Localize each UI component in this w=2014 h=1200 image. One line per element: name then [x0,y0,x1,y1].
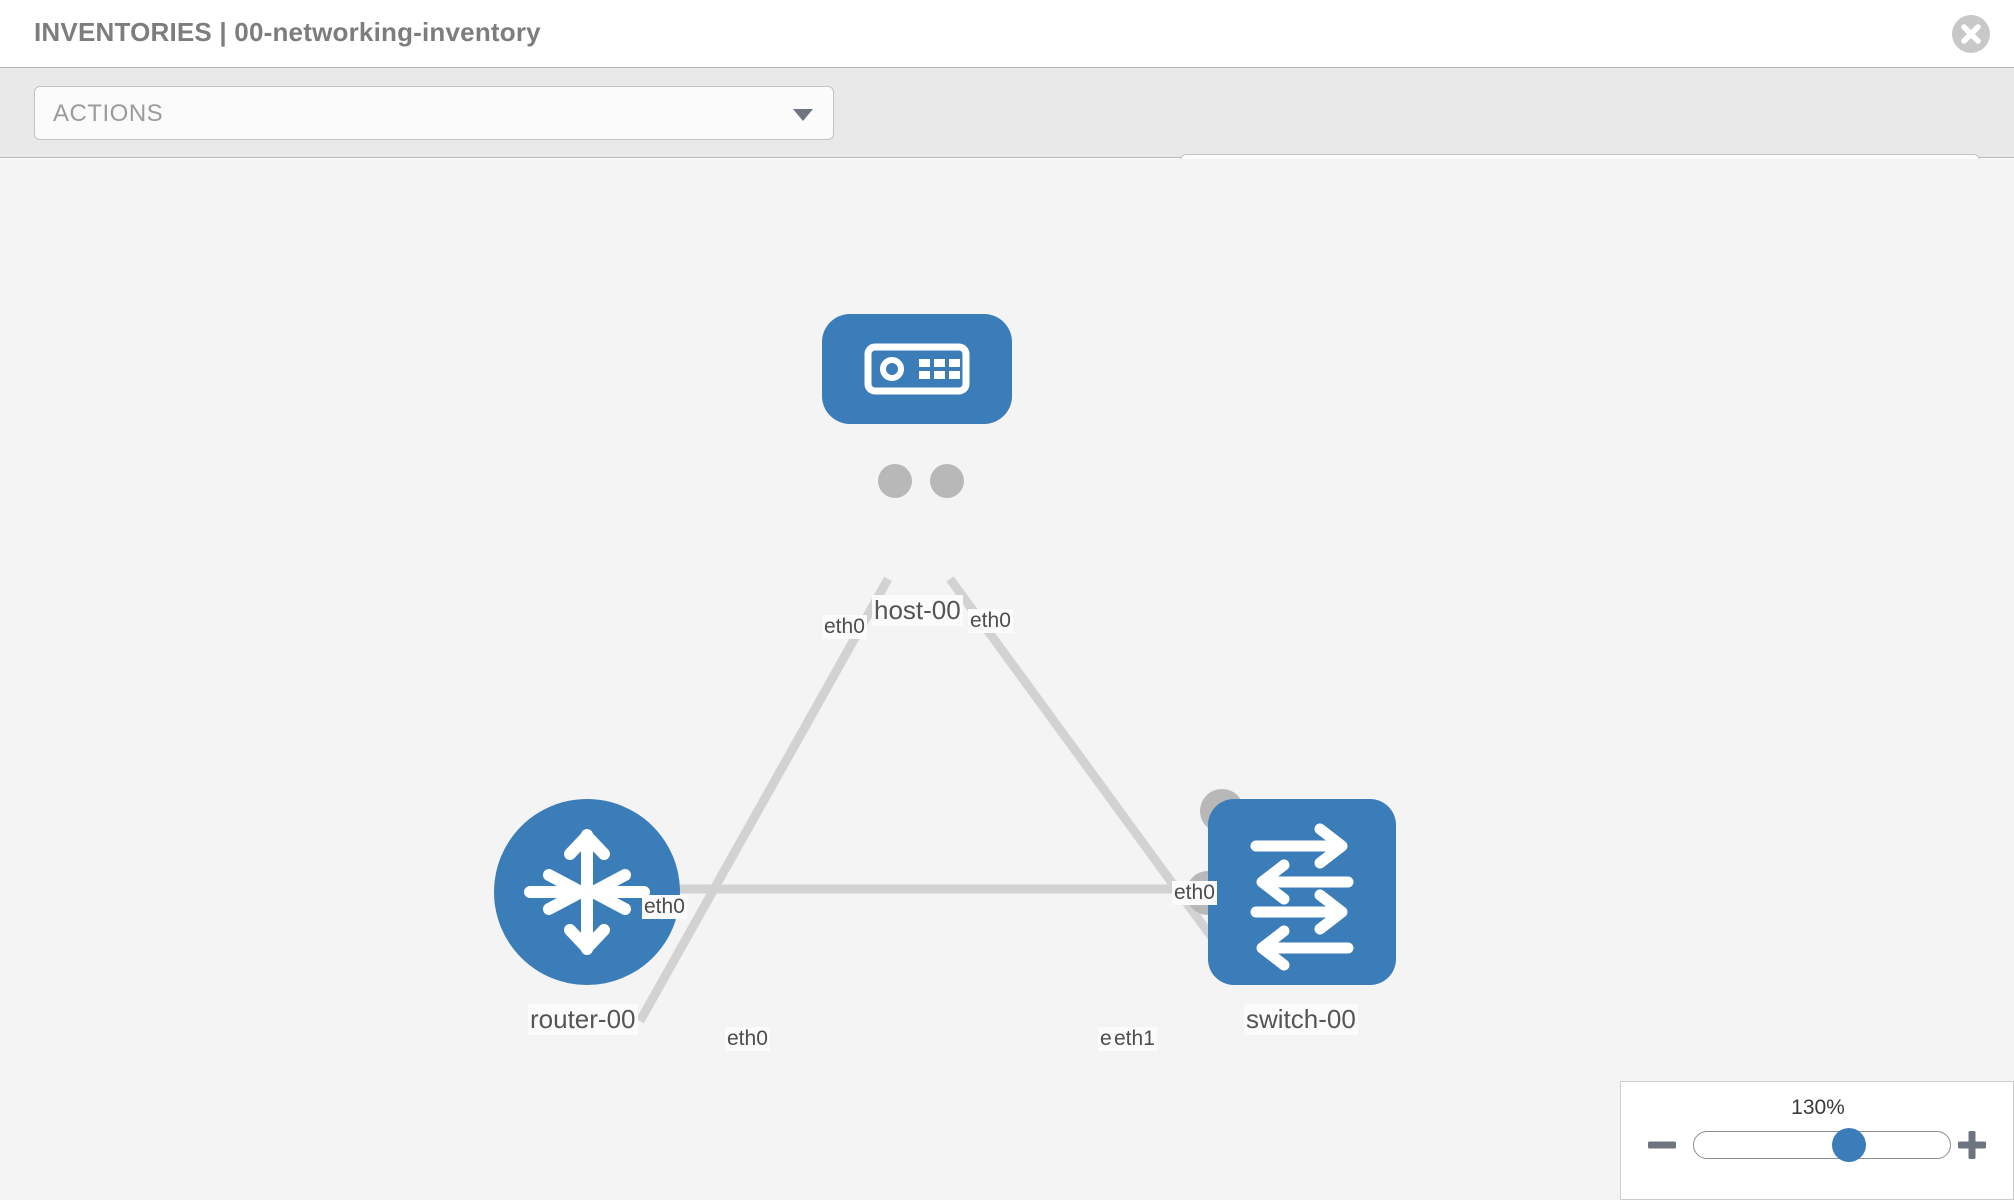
node-label-switch-00: switch-00 [1244,1004,1358,1035]
zoom-slider-track[interactable] [1693,1131,1951,1159]
minus-icon[interactable] [1645,1128,1679,1162]
iface-label-router-up: eth0 [642,895,687,919]
node-router-00[interactable] [494,799,682,985]
switch-icon [1250,823,1354,971]
iface-label-host-left: eth0 [822,615,867,639]
toolbar: ACTIONS SEARCH [0,68,2014,208]
page-header: INVENTORIES | 00-networking-inventory [0,0,2014,68]
host-node-shape[interactable] [822,314,1012,424]
zoom-control-panel: 130% [1620,1081,2014,1200]
router-icon [524,829,650,955]
port-host-right[interactable] [930,464,964,498]
server-icon [864,343,970,395]
switch-node-shape[interactable] [1208,799,1396,985]
topology-canvas[interactable]: host-00 eth0 eth0 [0,159,2014,1200]
page-title: INVENTORIES | 00-networking-inventory [34,17,541,47]
iface-label-router-right: eth0 [725,1027,770,1051]
link-host-router[interactable] [636,576,892,1024]
node-label-host-00: host-00 [872,595,963,626]
node-host-00[interactable] [822,314,1012,504]
zoom-slider-handle[interactable] [1831,1128,1866,1162]
chevron-down-icon [793,109,813,121]
actions-dropdown[interactable]: ACTIONS [34,86,834,140]
router-node-shape[interactable] [494,799,680,985]
close-icon[interactable] [1952,15,1990,53]
link-host-switch[interactable] [946,576,1239,972]
node-label-router-00: router-00 [528,1004,638,1035]
iface-label-switch-left: eth1 [1112,1027,1157,1051]
plus-icon[interactable] [1955,1128,1989,1162]
zoom-level-value: 130% [1791,1096,1845,1119]
port-host-left[interactable] [878,464,912,498]
iface-label-host-right: eth0 [968,609,1013,633]
node-switch-00[interactable] [1186,789,1400,985]
iface-label-switch-up: eth0 [1172,881,1217,905]
actions-dropdown-label: ACTIONS [53,100,164,127]
